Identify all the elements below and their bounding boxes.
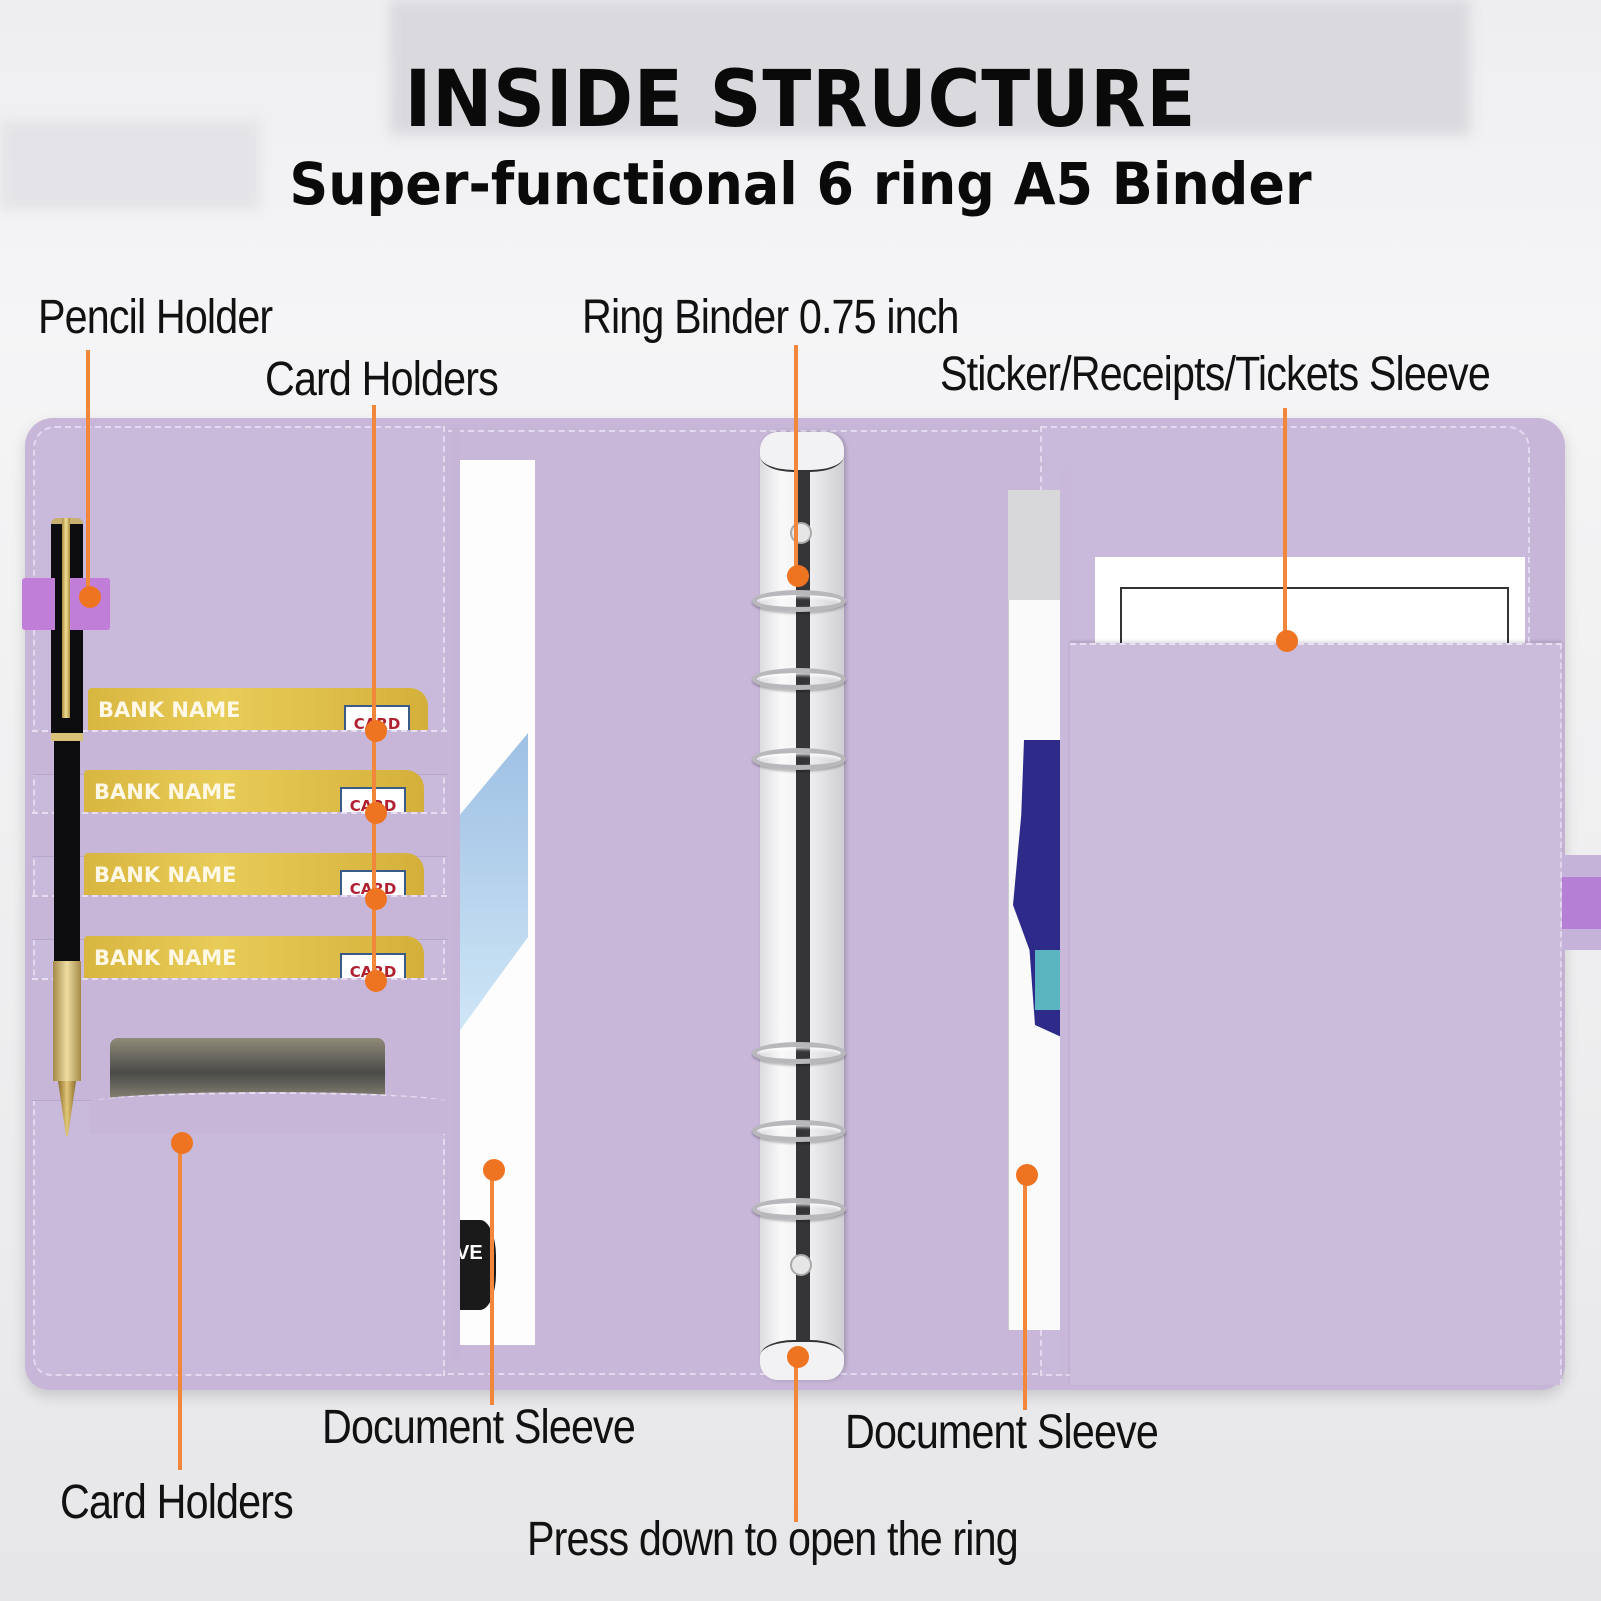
- sleeve-edge: [1060, 470, 1072, 1370]
- label-document-sleeve-left: Document Sleeve: [322, 1401, 636, 1454]
- ring-2: [752, 668, 846, 690]
- paper-top-gray: [1008, 490, 1068, 600]
- pen-clip-through-strap: [62, 578, 70, 630]
- money-pocket: [90, 1092, 450, 1134]
- page-title: INSIDE STRUCTURE: [404, 55, 1197, 145]
- leader-ring-binder: [794, 345, 798, 575]
- label-press-ring: Press down to open the ring: [527, 1513, 1019, 1566]
- marker-dot: [365, 970, 387, 992]
- pen-cap-through-strap: [55, 578, 65, 630]
- leader-card-holders-bottom: [178, 1143, 182, 1470]
- ring-5: [752, 1120, 846, 1142]
- ring-lever-top[interactable]: [760, 432, 844, 472]
- leader-pencil-holder: [86, 350, 90, 595]
- bank-name: BANK NAME: [94, 780, 237, 804]
- marker-dot: [171, 1132, 193, 1154]
- closure-tab: [1562, 855, 1601, 950]
- leader-document-sleeve-right: [1023, 1175, 1027, 1410]
- sleeve-edge: [452, 430, 460, 1360]
- leader-document-sleeve-left: [490, 1170, 494, 1405]
- marker-dot: [79, 586, 101, 608]
- spine-area: [448, 430, 1038, 1375]
- leader-press-ring: [794, 1357, 798, 1522]
- bank-name: BANK NAME: [98, 698, 241, 722]
- sticker-sleeve-pocket: [1070, 643, 1562, 1385]
- receipt-border: [1120, 587, 1509, 659]
- background-shelf: [0, 120, 260, 210]
- marker-dot: [787, 565, 809, 587]
- elastic-strap[interactable]: [1562, 877, 1601, 929]
- receipt-paper: [1095, 557, 1525, 659]
- ring-4: [752, 1042, 846, 1064]
- ring-6: [752, 1198, 846, 1220]
- leader-sticker-sleeve: [1283, 408, 1287, 640]
- label-card-holders-top: Card Holders: [265, 353, 499, 406]
- label-pencil-holder: Pencil Holder: [38, 291, 273, 344]
- ring-3: [752, 748, 846, 770]
- ring-1: [752, 590, 846, 612]
- marker-dot: [1276, 630, 1298, 652]
- marker-dot: [365, 802, 387, 824]
- page-subtitle: Super-functional 6 ring A5 Binder: [289, 150, 1312, 218]
- pen-nib: [58, 1081, 76, 1136]
- marker-dot: [365, 720, 387, 742]
- label-ring-binder: Ring Binder 0.75 inch: [582, 291, 959, 344]
- rivet-bottom: [790, 1254, 812, 1276]
- pen-barrel: [54, 741, 80, 961]
- background-shelf: [390, 0, 1470, 135]
- sticker-badge: VE: [456, 1220, 496, 1310]
- pen-band: [51, 733, 83, 741]
- pen-grip: [53, 961, 81, 1081]
- bank-name: BANK NAME: [94, 863, 237, 887]
- marker-dot: [365, 888, 387, 910]
- bank-name: BANK NAME: [94, 946, 237, 970]
- marker-dot: [787, 1346, 809, 1368]
- marker-dot: [1016, 1164, 1038, 1186]
- label-card-holders-bottom: Card Holders: [60, 1476, 294, 1529]
- label-sticker-sleeve: Sticker/Receipts/Tickets Sleeve: [940, 348, 1491, 401]
- label-document-sleeve-right: Document Sleeve: [845, 1406, 1159, 1459]
- bank-card: BANK NAME CARD: [84, 853, 424, 899]
- marker-dot: [483, 1159, 505, 1181]
- leader-card-holders-top: [372, 405, 376, 980]
- bank-card: BANK NAME CARD: [84, 936, 424, 982]
